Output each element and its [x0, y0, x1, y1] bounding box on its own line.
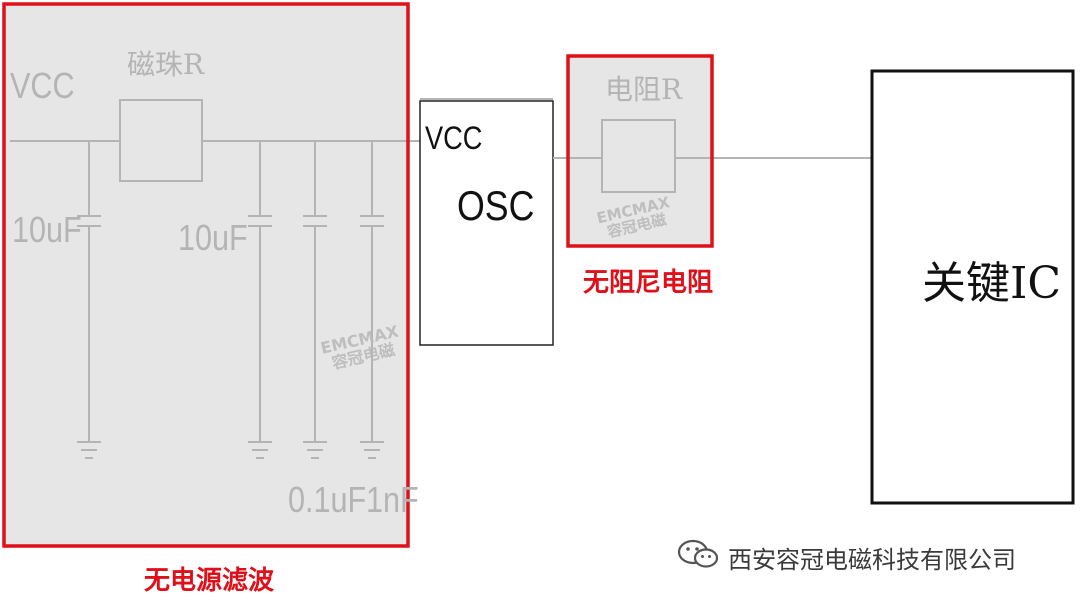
- ferrite-bead-label: 磁珠R: [127, 48, 205, 81]
- capacitor-4-label: 1nF: [366, 479, 419, 520]
- osc-name-label: OSC: [457, 182, 535, 229]
- filter-vcc-label: VCC: [10, 65, 75, 106]
- resistor-caption: 无阻尼电阻: [583, 268, 714, 298]
- capacitor-2: [248, 141, 272, 459]
- filter-caption: 无电源滤波: [144, 566, 275, 596]
- capacitor-4: [360, 141, 384, 459]
- filter-highlight-frame: [2, 2, 410, 548]
- resistor-highlight-frame: [566, 54, 714, 248]
- capacitor-3: [303, 141, 327, 459]
- osc-vcc-label: VCC: [425, 120, 483, 156]
- footer-brand: 西安容冠电磁科技有限公司: [676, 539, 1016, 575]
- filter-shaded-area: [4, 4, 408, 546]
- capacitor-2-label: 10uF: [178, 217, 248, 258]
- osc-box: [419, 100, 554, 346]
- resistor: [601, 119, 676, 193]
- resistor-label: 电阻R: [605, 73, 683, 106]
- key-ic-box: [870, 69, 1075, 505]
- capacitor-1-label: 10uF: [12, 209, 82, 250]
- footer-company-name: 西安容冠电磁科技有限公司: [728, 545, 1016, 574]
- capacitor-1: [77, 141, 101, 459]
- ferrite-bead: [119, 99, 203, 182]
- capacitor-3-label: 0.1uF: [288, 479, 367, 520]
- wechat-icon: [676, 539, 720, 575]
- key-ic-label: 关键IC: [922, 258, 1062, 309]
